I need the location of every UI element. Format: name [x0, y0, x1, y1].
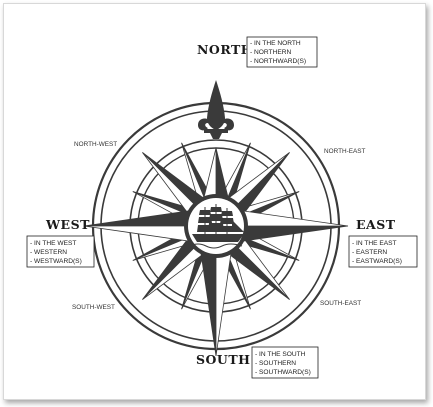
south-term: - SOUTHWARD(S): [255, 369, 311, 376]
north-term: - IN THE NORTH: [250, 40, 301, 47]
west-term: - WESTERN: [30, 249, 67, 256]
south-west-label: SOUTH-WEST: [72, 304, 115, 311]
north-terms-box: - IN THE NORTH - NORTHERN - NORTHWARD(S): [247, 37, 317, 67]
east-term: - EASTWARD(S): [352, 258, 402, 265]
west-label: WEST: [45, 217, 90, 232]
west-term: - WESTWARD(S): [30, 258, 82, 265]
north-term: - NORTHWARD(S): [250, 58, 306, 65]
south-east-label: SOUTH-EAST: [320, 300, 361, 307]
south-label: SOUTH: [196, 352, 250, 367]
south-term: - SOUTHERN: [255, 360, 296, 367]
north-east-label: NORTH-EAST: [324, 148, 366, 155]
east-terms-box: - IN THE EAST - EASTERN - EASTWARD(S): [349, 236, 417, 267]
south-term: - IN THE SOUTH: [255, 351, 306, 358]
east-term: - EASTERN: [352, 249, 387, 256]
east-label: EAST: [356, 217, 396, 232]
south-terms-box: - IN THE SOUTH - SOUTHERN - SOUTHWARD(S): [252, 347, 318, 378]
north-west-label: NORTH-WEST: [74, 141, 117, 148]
north-term: - NORTHERN: [250, 49, 292, 56]
east-term: - IN THE EAST: [352, 240, 397, 247]
fleur-de-lis-icon: [198, 80, 234, 139]
west-term: - IN THE WEST: [30, 240, 76, 247]
north-label: NORTH: [197, 42, 253, 57]
west-terms-box: - IN THE WEST - WESTERN - WESTWARD(S): [27, 236, 94, 267]
